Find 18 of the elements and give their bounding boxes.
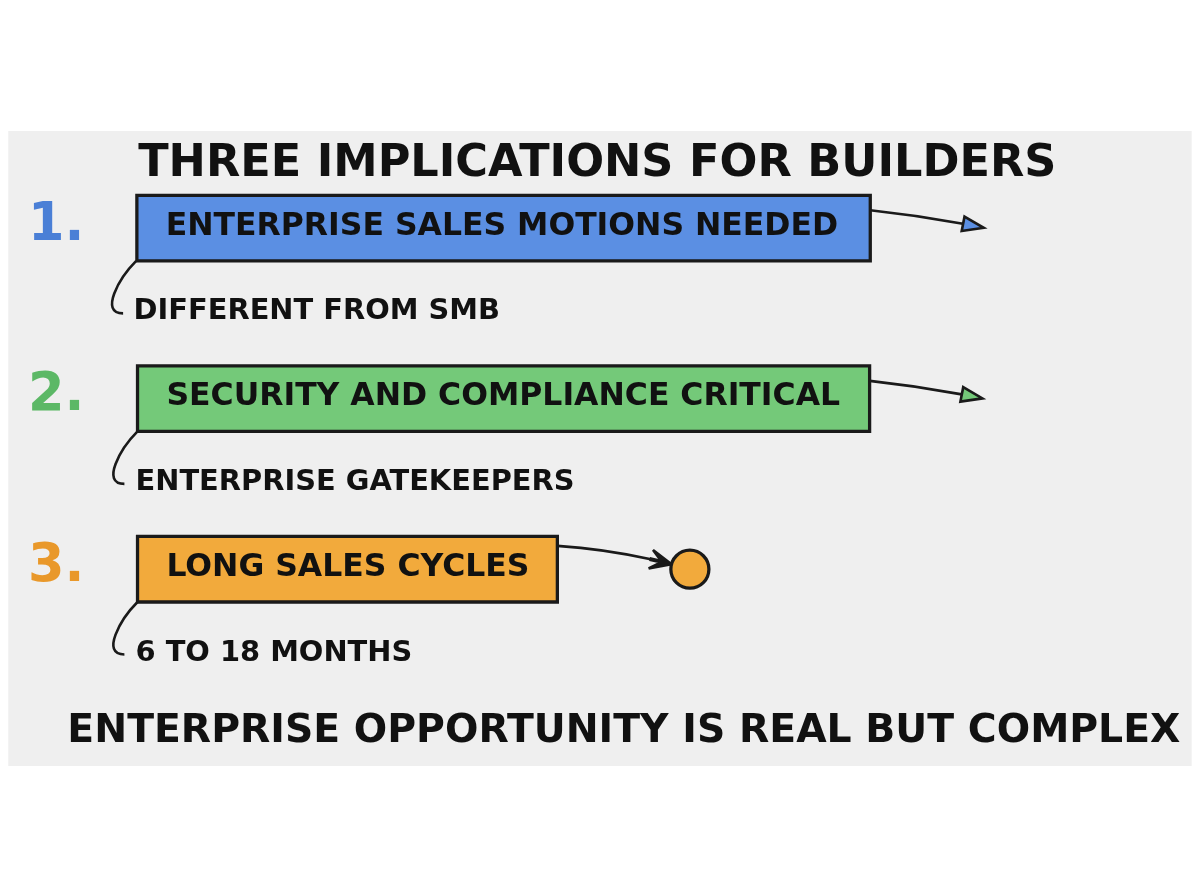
connector (112, 430, 139, 485)
arrow (870, 208, 988, 233)
node-text: ENTERPRISE GATEKEEPERS (135, 462, 575, 497)
node-box: ENTERPRISE SALES MOTIONS NEEDED (135, 193, 872, 263)
node-box: LONG SALES CYCLES (135, 534, 559, 604)
arrow (557, 544, 673, 570)
arrow (869, 379, 987, 403)
node-text: 6 TO 18 MONTHS (135, 633, 413, 668)
connector (110, 259, 138, 315)
connector (112, 600, 139, 656)
node-circle (669, 548, 711, 590)
node-label: 1. (27, 190, 85, 252)
caption: ENTERPRISE OPPORTUNITY IS REAL BUT COMPLEX (67, 704, 1181, 751)
node-text: DIFFERENT FROM SMB (133, 291, 500, 326)
node-label: 3. (27, 531, 85, 593)
diagram-title: THREE IMPLICATIONS FOR BUILDERS (138, 134, 1057, 187)
node-box: SECURITY AND COMPLIANCE CRITICAL (135, 363, 872, 433)
node-label: 2. (27, 360, 85, 422)
